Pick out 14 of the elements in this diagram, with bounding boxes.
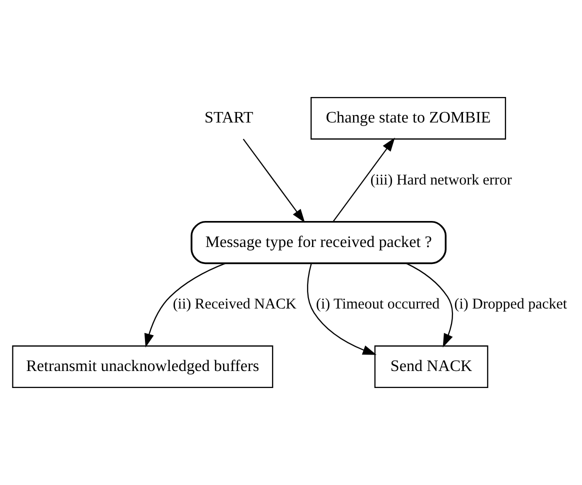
arrow [332, 138, 395, 222]
edge-label: (iii) Hard network error [370, 172, 512, 188]
edge-label: (i) Dropped packet [454, 296, 568, 313]
arrow [242, 138, 305, 223]
node-box: Send NACK [374, 345, 488, 388]
arrow [406, 262, 454, 348]
node-box: Message type for received packet ? [190, 220, 447, 264]
node-text: START [204, 110, 254, 127]
node-box: Change state to ZOMBIE [310, 97, 506, 140]
edge-label: (i) Timeout occurred [316, 296, 440, 313]
edge-label: (ii) Received NACK [172, 296, 296, 313]
arrow [307, 263, 377, 355]
arrow [144, 262, 226, 348]
node-box: Retransmit unacknowledged buffers [12, 345, 274, 388]
